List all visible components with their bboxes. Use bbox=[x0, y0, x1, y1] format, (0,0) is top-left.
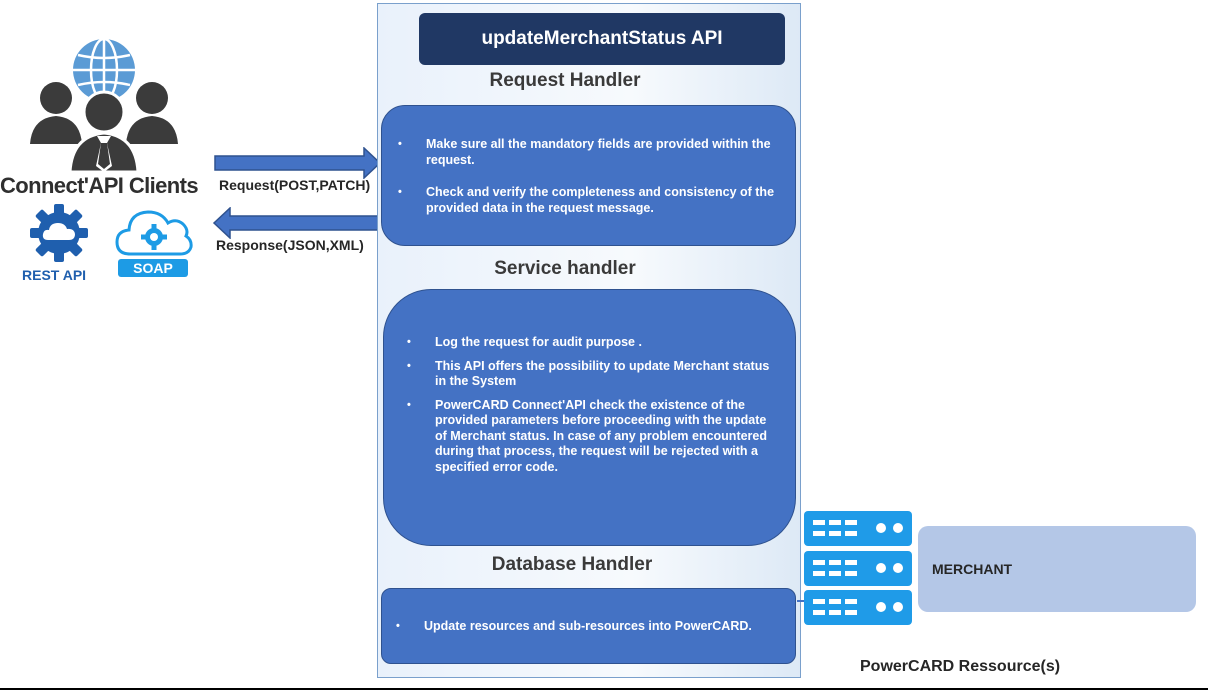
bottom-divider bbox=[0, 688, 1208, 690]
clients-title: Connect'API Clients bbox=[0, 173, 199, 198]
database-handler-title: Database Handler bbox=[491, 554, 653, 575]
rest-api-label: REST API bbox=[22, 267, 87, 283]
request-handler-item: Make sure all the mandatory fields are p… bbox=[398, 137, 776, 168]
gear-cloud-icon bbox=[30, 204, 88, 262]
request-handler-title: Request Handler bbox=[489, 70, 641, 91]
service-handler-item: PowerCARD Connect'API check the existenc… bbox=[407, 398, 780, 476]
service-handler-item: Log the request for audit purpose . bbox=[407, 335, 780, 351]
database-handler-box: Update resources and sub-resources into … bbox=[381, 588, 796, 664]
server-stack-icon bbox=[804, 511, 912, 625]
database-handler-item: Update resources and sub-resources into … bbox=[396, 619, 784, 635]
server-unit bbox=[804, 551, 912, 586]
server-unit bbox=[804, 590, 912, 625]
api-title: updateMerchantStatus API bbox=[419, 13, 785, 65]
person-right-icon bbox=[126, 82, 178, 144]
request-arrow bbox=[214, 147, 382, 179]
users-globe-icon bbox=[30, 37, 178, 174]
person-center-icon bbox=[68, 90, 140, 174]
service-handler-box: Log the request for audit purpose . This… bbox=[383, 289, 796, 546]
soap-badge: SOAP bbox=[118, 259, 188, 277]
person-left-icon bbox=[30, 82, 82, 144]
response-arrow bbox=[212, 207, 380, 239]
merchant-label: MERCHANT bbox=[932, 561, 1013, 577]
resources-caption: PowerCARD Ressource(s) bbox=[860, 658, 1061, 675]
server-unit bbox=[804, 511, 912, 546]
request-handler-item: Check and verify the completeness and co… bbox=[398, 185, 776, 216]
response-label: Response(JSON,XML) bbox=[216, 237, 364, 253]
request-label: Request(POST,PATCH) bbox=[219, 177, 371, 193]
globe-icon bbox=[73, 37, 135, 103]
cloud-gear-icon bbox=[115, 210, 193, 256]
service-handler-item: This API offers the possibility to updat… bbox=[407, 359, 780, 390]
service-handler-title: Service handler bbox=[494, 258, 636, 279]
request-handler-box: Make sure all the mandatory fields are p… bbox=[381, 105, 796, 246]
merchant-resource-box bbox=[918, 526, 1196, 612]
